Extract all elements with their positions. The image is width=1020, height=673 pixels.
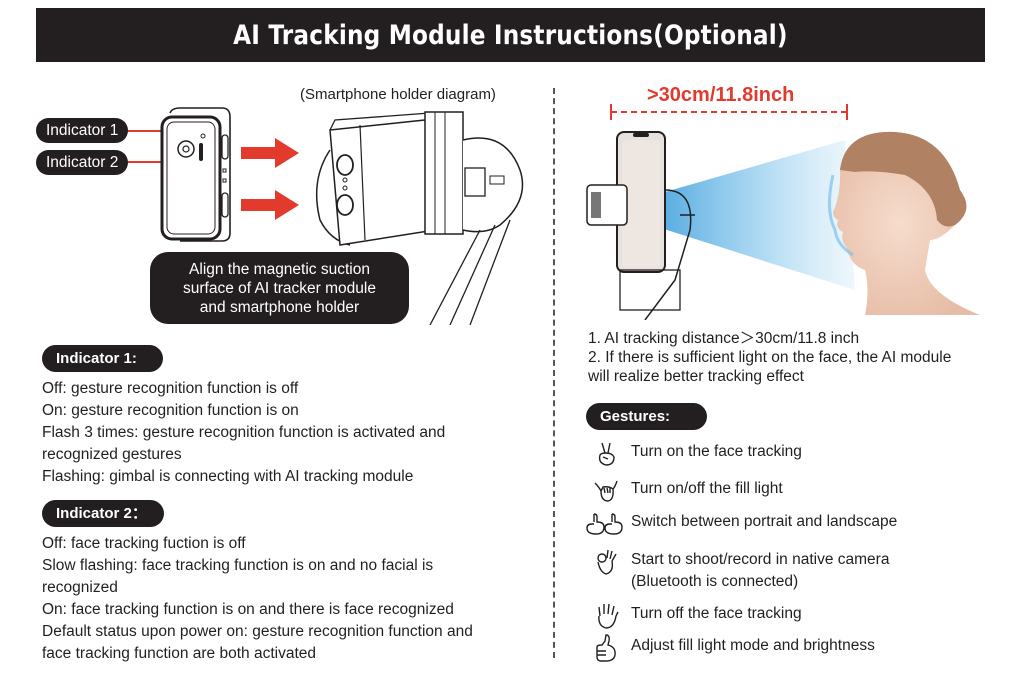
arrow-right-icon	[241, 190, 299, 220]
gesture-label: Turn on the face tracking	[631, 443, 802, 460]
indicator2-label: Indicator 2	[36, 150, 129, 175]
ai-tracker-module-illustration	[160, 107, 231, 242]
indicator2-description: Off: face tracking fuction is off Slow f…	[42, 533, 473, 665]
align-note-line: surface of AI tracker module	[183, 280, 376, 297]
indicator2-line: Off: face tracking fuction is off	[42, 535, 246, 552]
indicator1-label: Indicator 1	[36, 118, 129, 143]
indicator2-line: recognized	[42, 579, 118, 596]
open-palm-icon	[583, 603, 631, 629]
indicator2-line: Slow flashing: face tracking function is…	[42, 557, 434, 574]
gesture-item: Turn on the face tracking	[583, 441, 802, 467]
gestures-heading: Gestures:	[586, 403, 707, 430]
tracking-notes: 1. AI tracking distance＞30cm/11.8 inch 2…	[588, 329, 951, 386]
header-bar: AI Tracking Module Instructions(Optional…	[36, 8, 985, 62]
gesture-item: Start to shoot/record in native camera (…	[583, 549, 889, 593]
gesture-label: Switch between portrait and landscape	[631, 513, 898, 530]
gesture-label-line: (Bluetooth is connected)	[631, 573, 799, 590]
column-divider	[553, 88, 555, 658]
tracking-distance-label: >30cm/11.8inch	[647, 84, 795, 106]
smartphone-holder-illustration	[315, 111, 524, 325]
victory-hand-icon	[583, 441, 631, 467]
gesture-label: Start to shoot/record in native camera (…	[631, 549, 889, 593]
indicator2-line: face tracking function are both activate…	[42, 645, 316, 662]
gesture-item: Switch between portrait and landscape	[583, 511, 897, 537]
tracking-note-line: 2. If there is sufficient light on the f…	[588, 349, 952, 366]
gesture-label-line: Start to shoot/record in native camera	[631, 551, 890, 568]
indicator1-line: recognized gestures	[42, 446, 182, 463]
indicator1-description: Off: gesture recognition function is off…	[42, 378, 445, 488]
indicator1-line: On: gesture recognition function is on	[42, 402, 299, 419]
indicator2-heading: Indicator 2：	[42, 500, 164, 527]
holder-diagram-caption: (Smartphone holder diagram)	[300, 86, 496, 103]
gesture-item: Turn on/off the fill light	[583, 478, 783, 504]
indicator1-line: Flash 3 times: gesture recognition funct…	[42, 424, 446, 441]
face-tracking-illustration	[586, 131, 980, 320]
double-pointing-hands-icon	[583, 511, 631, 537]
gesture-item: Turn off the face tracking	[583, 603, 802, 629]
indicator2-line: Default status upon power on: gesture re…	[42, 623, 473, 640]
align-note-line: Align the magnetic suction	[189, 261, 370, 278]
gesture-item: Adjust fill light mode and brightness	[583, 634, 875, 662]
indicator2-pointer-line	[120, 161, 196, 163]
arrow-right-icon	[241, 138, 299, 168]
gesture-label: Turn off the face tracking	[631, 605, 802, 622]
indicator2-line: On: face tracking function is on and the…	[42, 601, 454, 618]
tracking-note-line: 1. AI tracking distance＞30cm/11.8 inch	[588, 330, 860, 347]
gesture-label: Turn on/off the fill light	[631, 480, 783, 497]
gesture-label: Adjust fill light mode and brightness	[631, 637, 875, 654]
page-title: AI Tracking Module Instructions(Optional…	[233, 19, 788, 51]
indicator1-line: Off: gesture recognition function is off	[42, 380, 299, 397]
thumbs-up-icon	[583, 634, 631, 662]
indicator1-pointer-line	[120, 130, 196, 132]
distance-marker-end	[846, 104, 848, 120]
tracking-note-line: will realize better tracking effect	[588, 368, 804, 385]
distance-dashed-line	[611, 111, 847, 113]
shaka-hand-icon	[583, 478, 631, 504]
ok-hand-icon	[583, 549, 631, 575]
indicator1-line: Flashing: gimbal is connecting with AI t…	[42, 468, 414, 485]
align-note-line: and smartphone holder	[199, 299, 360, 316]
align-instruction-note: Align the magnetic suction surface of AI…	[150, 252, 409, 324]
indicator1-heading: Indicator 1:	[42, 345, 163, 372]
